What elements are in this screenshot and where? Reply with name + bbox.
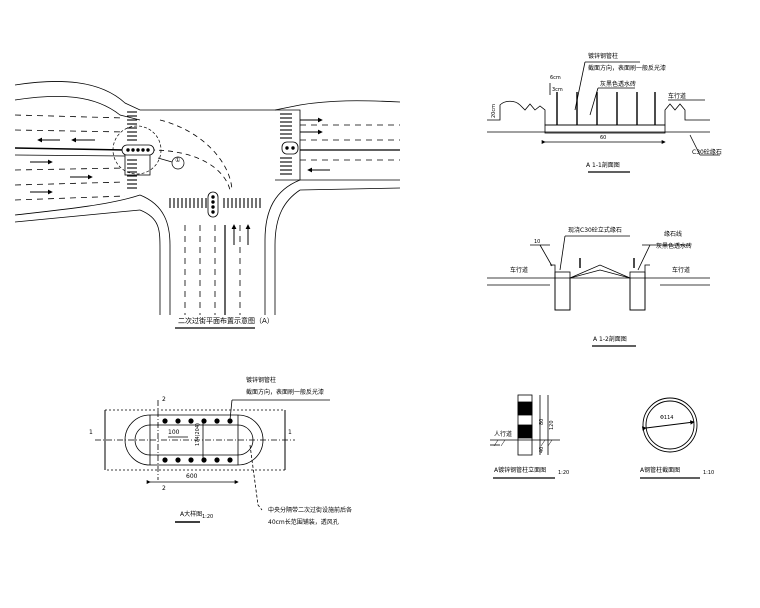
detail-a-bollards [162, 418, 233, 463]
section-1-2 [487, 235, 710, 311]
s12-lane-left: 车行道 [510, 267, 529, 274]
dim-width: 600 [186, 473, 198, 480]
s11-dim-60: 60 [600, 135, 607, 141]
crosswalk-west [127, 111, 137, 189]
dim-100: 100 [168, 429, 180, 436]
post-elevation [490, 394, 560, 456]
road-edge-top-inner [14, 95, 141, 121]
elev-dim-40: 40 [539, 446, 545, 453]
section-mark-2-top: 2 [162, 396, 166, 403]
detail-scale: 1:20 [202, 514, 214, 520]
s11-paint-label: 灰黑色透水砖 [600, 81, 637, 88]
dim-height: 174(204) [195, 423, 201, 446]
s11-dim-20cm: 20cm [491, 104, 497, 118]
side-road-right-edge [274, 189, 301, 315]
s11-lane-label: 车行道 [668, 93, 687, 100]
crosswalk-south [169, 198, 261, 208]
elev-scale: 1:20 [558, 470, 570, 476]
plan-bollard-groups [121, 141, 299, 218]
s12-dim-10: 10 [534, 239, 541, 245]
tube-scale: 1:10 [703, 470, 715, 476]
crosswalks [127, 111, 292, 208]
plan-view [14, 81, 401, 315]
detail-title: A大样图 [180, 511, 203, 518]
tube-dim: Φ114 [660, 415, 674, 421]
section-mark-2-bottom: 2 [162, 485, 166, 492]
elev-title: A镀锌钢管柱立面图 [494, 467, 547, 474]
s11-title: A 1-1剖面图 [586, 162, 620, 169]
road-edge-left-bottom [14, 194, 141, 216]
callout-detail-a [112, 125, 185, 175]
side-road-left-edge [139, 194, 171, 315]
road-edge-top [14, 81, 401, 111]
s12-lane-right: 车行道 [672, 267, 691, 274]
detail-post-label: 镀锌钢管柱 [246, 377, 277, 384]
elev-dim-120: 120 [549, 420, 555, 430]
section-mark-1-right: 1 [288, 429, 292, 436]
s11-post-note: 截面方向，表面刷一般反光漆 [588, 65, 667, 72]
s11-dim-6cm: 6cm [550, 75, 561, 81]
detail-note-line1: 中央分隔带二次过街设施前后各 [268, 507, 353, 514]
section-1-1 [487, 61, 720, 156]
tube-cross-section [641, 397, 698, 453]
tube-title: A钢管柱截面图 [640, 467, 681, 474]
s12-concrete-label: 现浇C30砼立式缘石 [568, 227, 622, 234]
s11-curb-label: C30砼缘石 [692, 149, 722, 156]
crosswalk-east [280, 113, 292, 175]
detail-post-note: 截面方向，表面刷一般反光漆 [246, 389, 325, 396]
elev-ground-label: 人行道 [494, 431, 513, 438]
s12-curbline-label: 缘石线 [664, 231, 683, 238]
plan-title: 二次过街平面布置示意图（A） [178, 317, 274, 325]
s11-dim-3cm: 3cm [552, 87, 563, 93]
section-mark-1-left: 1 [89, 429, 93, 436]
s11-post-label: 镀锌钢管柱 [588, 53, 619, 60]
callout-number: ① [175, 157, 181, 164]
detail-note-line2: 40cm长范围铺装，透风孔 [268, 519, 339, 526]
s12-paint-label: 灰黑色透水砖 [656, 243, 693, 250]
lane-arrows [30, 117, 330, 245]
s12-title: A 1-2剖面图 [593, 336, 627, 343]
elev-dim-80: 80 [539, 418, 545, 425]
detail-a-plan [95, 399, 330, 511]
